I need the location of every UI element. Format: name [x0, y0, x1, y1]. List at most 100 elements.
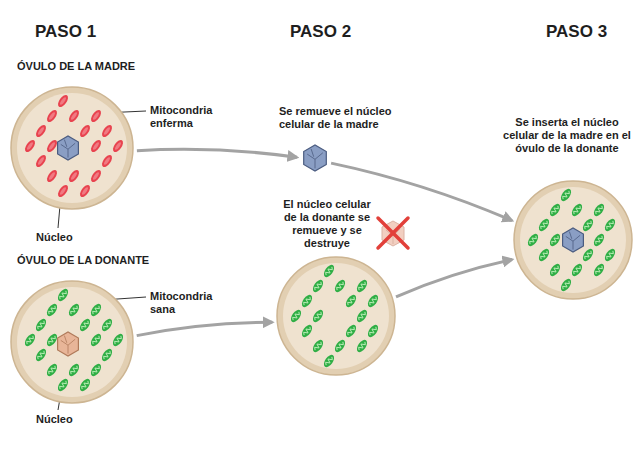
- part-label: Núcleo: [36, 413, 73, 426]
- mitochondrion: [45, 168, 59, 184]
- egg-cell-node: ÓVULO DE LA MADRE: [10, 86, 134, 210]
- mitochondrion: [559, 187, 573, 203]
- mitochondrion: [344, 293, 358, 309]
- nucleus-detail: [307, 149, 323, 169]
- step-caption: ÓVULO DE LA DONANTE: [17, 254, 197, 267]
- mitochondrion: [89, 108, 103, 124]
- mitochondrion: [366, 323, 380, 339]
- nucleus-shape: [301, 145, 329, 171]
- mitochondrion: [537, 247, 551, 263]
- egg-cell-node: Se inserta el núcleo celular de la madre…: [513, 180, 633, 300]
- egg-cell: [513, 180, 633, 300]
- mitochondrion: [23, 332, 37, 348]
- mitochondrion: [78, 317, 92, 333]
- step-title: PASO 1: [35, 22, 96, 42]
- mitochondrion: [537, 217, 551, 233]
- nucleus-node: Se remueve el núcleo celular de la madre: [301, 145, 329, 171]
- part-label: Mitocondria enferma: [150, 104, 240, 130]
- mitochondrion: [100, 153, 114, 169]
- mitochondrion: [45, 332, 59, 348]
- mitochondrion: [592, 232, 606, 248]
- egg-cell-node: El núcleo celular de la donante se remue…: [276, 256, 396, 376]
- mitochondrion: [78, 183, 92, 199]
- mitochondrion: [89, 362, 103, 378]
- mitochondrion: [45, 138, 59, 154]
- mitochondrion: [34, 153, 48, 169]
- mitochondrion: [300, 323, 314, 339]
- cross-mark: [378, 218, 408, 248]
- mitochondrion: [333, 338, 347, 354]
- mitochondrion: [570, 262, 584, 278]
- mitochondrion: [581, 217, 595, 233]
- mitochondrion: [300, 293, 314, 309]
- mitochondrion: [100, 317, 114, 333]
- mitochondrion: [78, 377, 92, 393]
- process-arrow: [137, 149, 297, 157]
- mitochondrion: [67, 362, 81, 378]
- process-arrow: [396, 260, 512, 297]
- mitochondrion: [355, 308, 369, 324]
- mitochondrion: [355, 278, 369, 294]
- mitochondrion: [570, 202, 584, 218]
- egg-cell: [10, 280, 134, 404]
- step-caption: Se inserta el núcleo celular de la madre…: [503, 116, 631, 155]
- mitochondrion: [603, 217, 617, 233]
- mitochondrion: [355, 338, 369, 354]
- mitochondrion: [311, 278, 325, 294]
- mitochondrion: [111, 332, 125, 348]
- mitochondrion: [45, 108, 59, 124]
- mitochondrion: [34, 347, 48, 363]
- egg-cell: [10, 86, 134, 210]
- mitochondrion: [333, 278, 347, 294]
- nucleus-hexagon: [58, 136, 79, 160]
- nucleus-detail: [566, 232, 580, 250]
- nucleus-hexagon: [563, 228, 584, 252]
- mitochondrion: [366, 293, 380, 309]
- mitochondrion: [100, 347, 114, 363]
- mitochondrion: [56, 287, 70, 303]
- mitochondrion: [56, 93, 70, 109]
- mitochondrion: [56, 377, 70, 393]
- step-caption: ÓVULO DE LA MADRE: [17, 60, 197, 73]
- nucleus-detail: [61, 336, 75, 354]
- mitochondrion: [23, 138, 37, 154]
- mitochondrion: [100, 123, 114, 139]
- mitochondrion: [67, 302, 81, 318]
- mitochondrion: [89, 332, 103, 348]
- egg-cell: [276, 256, 396, 376]
- mitochondrion: [603, 247, 617, 263]
- mitochondrion: [344, 323, 358, 339]
- mitochondrion: [311, 308, 325, 324]
- mitochondrion: [322, 263, 336, 279]
- nucleus-hexagon: [58, 332, 79, 356]
- mitochondrion: [289, 308, 303, 324]
- mitochondrion: [56, 183, 70, 199]
- part-label: Mitocondria sana: [150, 290, 240, 316]
- process-arrow: [137, 322, 273, 335]
- step-title: PASO 3: [546, 22, 607, 42]
- mitochondrion: [45, 302, 59, 318]
- mitochondrion: [89, 302, 103, 318]
- nucleus-detail: [61, 140, 75, 158]
- mitochondrion: [311, 338, 325, 354]
- step-caption: El núcleo celular de la donante se remue…: [276, 198, 378, 250]
- mitochondrion: [89, 138, 103, 154]
- mitochondrion: [592, 262, 606, 278]
- mitochondrion: [548, 262, 562, 278]
- part-label: Núcleo: [36, 231, 73, 244]
- nucleus-hexagon: [304, 145, 327, 171]
- mitochondrion: [111, 138, 125, 154]
- mitochondrion: [67, 168, 81, 184]
- mitochondrion: [34, 123, 48, 139]
- step-title: PASO 2: [290, 22, 351, 42]
- mitochondrion: [581, 247, 595, 263]
- mitochondrion: [559, 277, 573, 293]
- mitochondrion: [78, 123, 92, 139]
- mitochondrion: [45, 362, 59, 378]
- mitochondrion: [89, 168, 103, 184]
- egg-cell-node: ÓVULO DE LA DONANTE: [10, 280, 134, 404]
- mitochondrion: [34, 317, 48, 333]
- mitochondrion: [526, 232, 540, 248]
- mitochondrion: [592, 202, 606, 218]
- mitochondrion: [322, 353, 336, 369]
